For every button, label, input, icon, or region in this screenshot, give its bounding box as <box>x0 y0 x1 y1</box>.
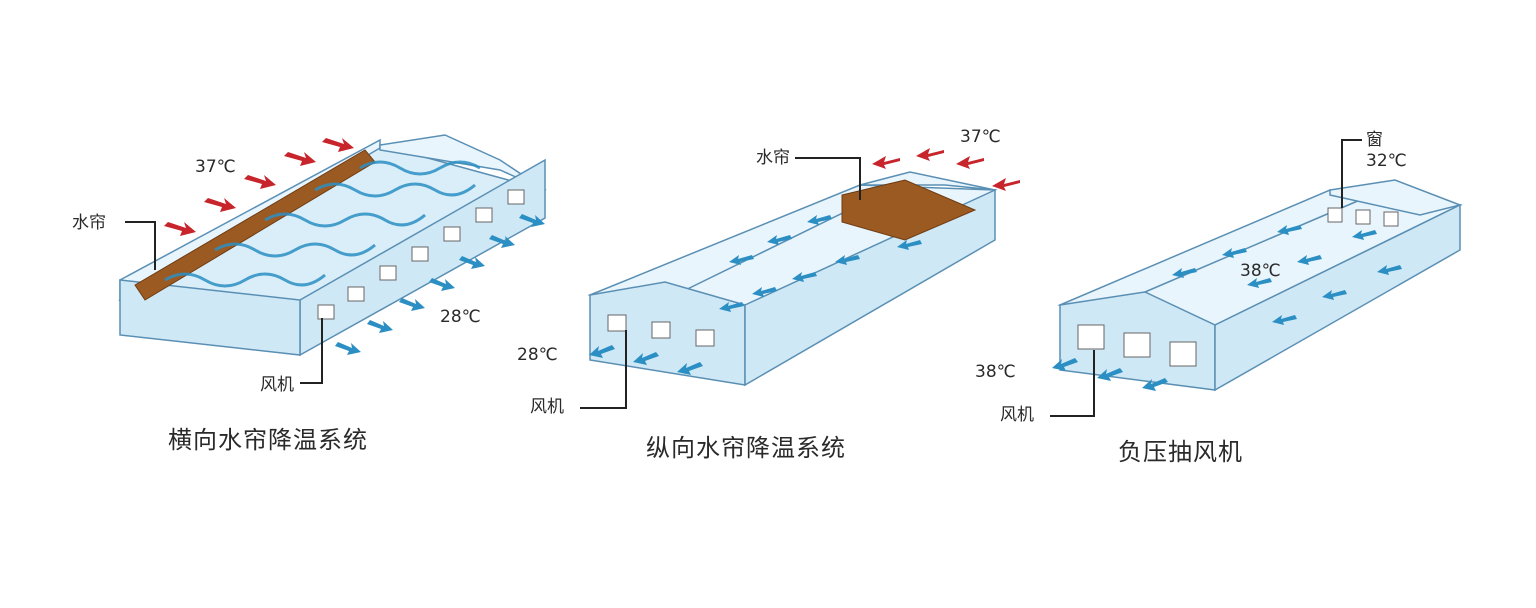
transverse-curtain-diagram: 水帘 37℃ 28℃ 风机 横向水帘降温系统 <box>72 134 547 454</box>
window-openings <box>1327 207 1399 227</box>
transverse-greenhouse-body <box>118 134 547 357</box>
negative-pressure-greenhouse-body <box>1057 179 1463 392</box>
hot-air-arrows <box>164 138 354 236</box>
cool-air-arrows <box>1052 225 1402 391</box>
fan-leader <box>580 330 627 409</box>
window-leader <box>1341 139 1362 208</box>
fan-leader <box>1050 350 1095 417</box>
cool-air-arrows <box>589 215 922 375</box>
curtain-label: 水帘 <box>72 213 106 233</box>
fan-label: 风机 <box>530 397 564 417</box>
hot-air-arrows <box>872 148 1020 191</box>
temp-out-label: 38℃ <box>975 362 1016 382</box>
temp-window-label: 32℃ <box>1366 151 1407 171</box>
fan-label: 风机 <box>1000 405 1034 425</box>
temp-out-label: 28℃ <box>517 345 558 365</box>
curtain-leader <box>795 157 861 200</box>
longitudinal-greenhouse-body <box>587 171 998 387</box>
curtain-leader <box>125 221 156 270</box>
window-label: 窗 <box>1366 130 1383 150</box>
diagram-caption: 纵向水帘降温系统 <box>646 434 846 462</box>
cool-air-arrows <box>335 214 545 355</box>
temp-out-label: 28℃ <box>440 307 481 327</box>
water-curtain <box>841 179 977 241</box>
diagram-caption: 横向水帘降温系统 <box>168 426 368 454</box>
negative-pressure-fan-diagram: 窗 32℃ 38℃ 38℃ 风机 负压抽风机 <box>975 130 1463 466</box>
fan-label: 风机 <box>260 375 294 395</box>
temp-in-label: 37℃ <box>960 127 1001 147</box>
curtain-label: 水帘 <box>756 148 790 168</box>
fan-leader <box>300 318 323 384</box>
diagram-caption: 负压抽风机 <box>1118 438 1243 466</box>
temp-in-label: 37℃ <box>195 157 236 177</box>
longitudinal-curtain-diagram: 水帘 37℃ 28℃ 风机 纵向水帘降温系统 <box>517 127 1020 462</box>
temp-inside-label: 38℃ <box>1240 261 1281 281</box>
